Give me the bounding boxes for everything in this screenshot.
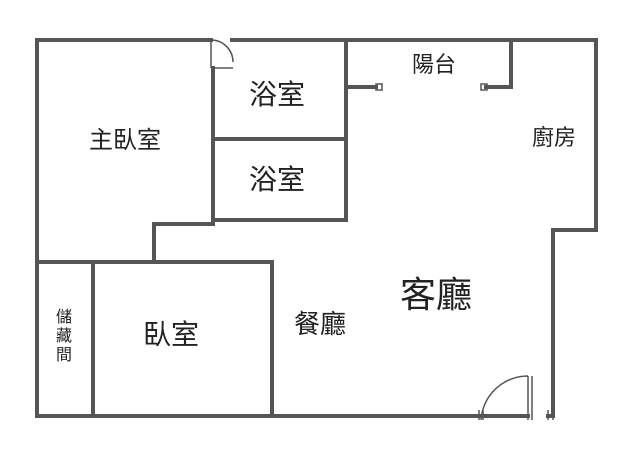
dining-room-label: 餐廳 [293,310,347,340]
entrance-door [478,375,554,421]
storage-char: 間 [55,345,73,365]
living-room-label: 客廳 [399,275,473,316]
bedroom-wall [35,260,274,418]
balcony-label: 陽台 [411,53,457,78]
storage-char: 儲 [55,307,73,327]
bathroom-label: 浴室 [248,163,306,196]
bathroom-wall [211,38,348,222]
outer-wall [35,38,598,418]
balcony-post [375,83,383,91]
bathroom-label: 浴室 [248,78,306,111]
storage-label: 儲 藏 間 [56,307,72,365]
bedroom-label: 臥室 [142,318,200,351]
balcony-wall [344,38,513,89]
master-bedroom-wall [152,218,215,264]
kitchen-label: 廚房 [531,126,577,151]
master-bedroom-label: 主臥室 [89,126,161,154]
storage-char: 藏 [55,326,73,346]
balcony-post [480,83,488,91]
bathroom-door [210,39,234,69]
